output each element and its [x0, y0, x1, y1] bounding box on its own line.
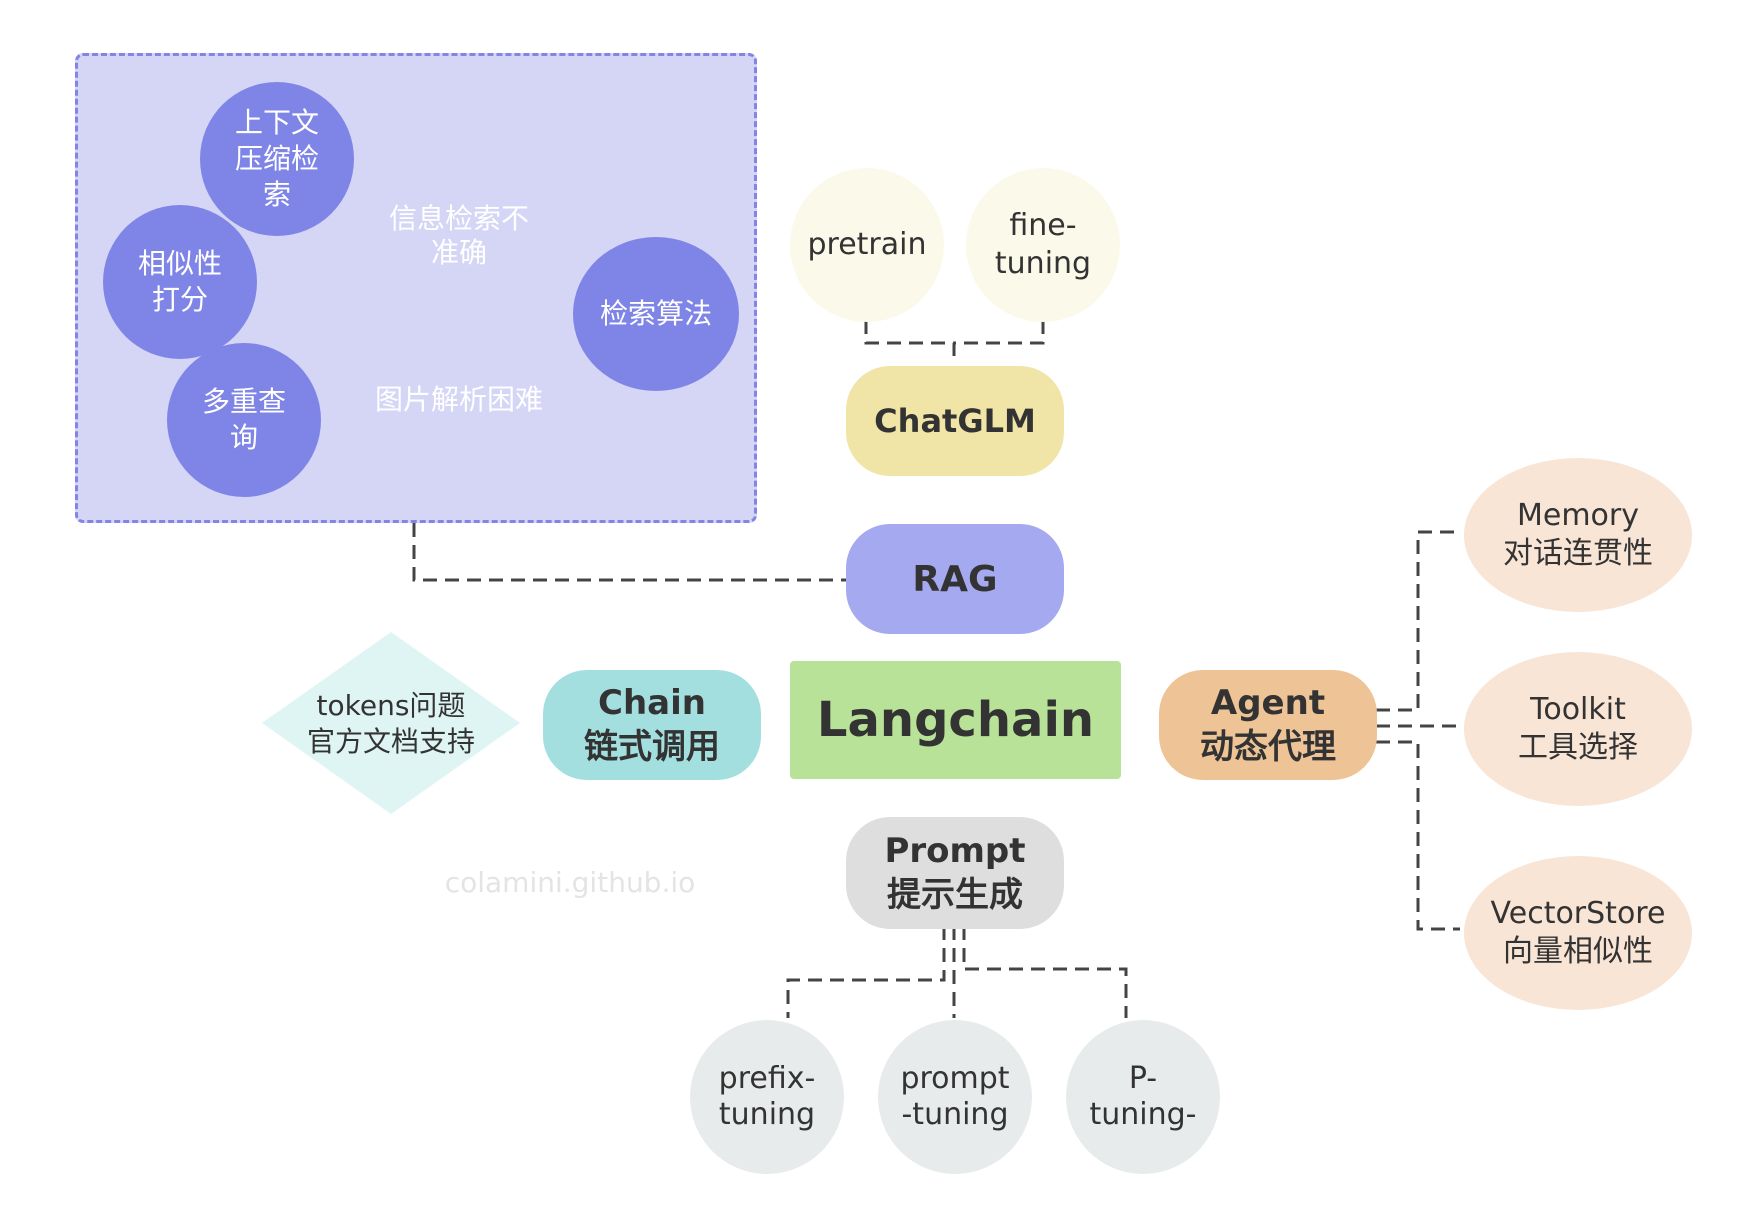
- node-context-compression: 上下文 压缩检 索: [200, 82, 354, 236]
- node-pretrain: pretrain: [790, 168, 944, 322]
- connector-fine-tuning: [954, 320, 1045, 345]
- node-rag: RAG: [846, 524, 1064, 634]
- node-prompt: Prompt 提示生成: [846, 817, 1064, 929]
- tokens-note-label: tokens问题 官方文档支持: [306, 689, 475, 758]
- diamond-info-retrieval-label: 信息检索不 准确: [388, 202, 529, 269]
- node-chatglm: ChatGLM: [846, 366, 1064, 476]
- node-fine-tuning: fine- tuning: [966, 168, 1120, 322]
- node-similarity-scoring: 相似性 打分: [103, 205, 257, 359]
- node-memory: Memory 对话连贯性: [1464, 458, 1692, 612]
- connector-rag-box: [412, 523, 846, 582]
- watermark: colamini.github.io: [444, 865, 696, 899]
- node-prompt-tuning: prompt -tuning: [878, 1020, 1032, 1174]
- connector-p-tuning: [962, 926, 1128, 1018]
- node-chain: Chain 链式调用: [543, 670, 761, 780]
- diamond-image-parsing-label: 图片解析困难: [374, 383, 543, 416]
- node-vectorstore: VectorStore 向量相似性: [1464, 856, 1692, 1010]
- node-multi-query: 多重查 询: [167, 343, 321, 497]
- node-toolkit: Toolkit 工具选择: [1464, 652, 1692, 806]
- node-p-tuning: P- tuning-: [1066, 1020, 1220, 1174]
- connector-pretrain: [864, 320, 956, 360]
- node-prefix-tuning: prefix- tuning: [690, 1020, 844, 1174]
- node-langchain: Langchain: [790, 661, 1121, 779]
- node-agent: Agent 动态代理: [1159, 670, 1377, 780]
- connector-prefix: [786, 926, 946, 1018]
- diamond-tokens-note: [262, 632, 520, 814]
- connector-memory: [1376, 530, 1460, 712]
- node-retrieval-algorithm: 检索算法: [573, 237, 739, 391]
- connector-vectorstore: [1376, 740, 1460, 931]
